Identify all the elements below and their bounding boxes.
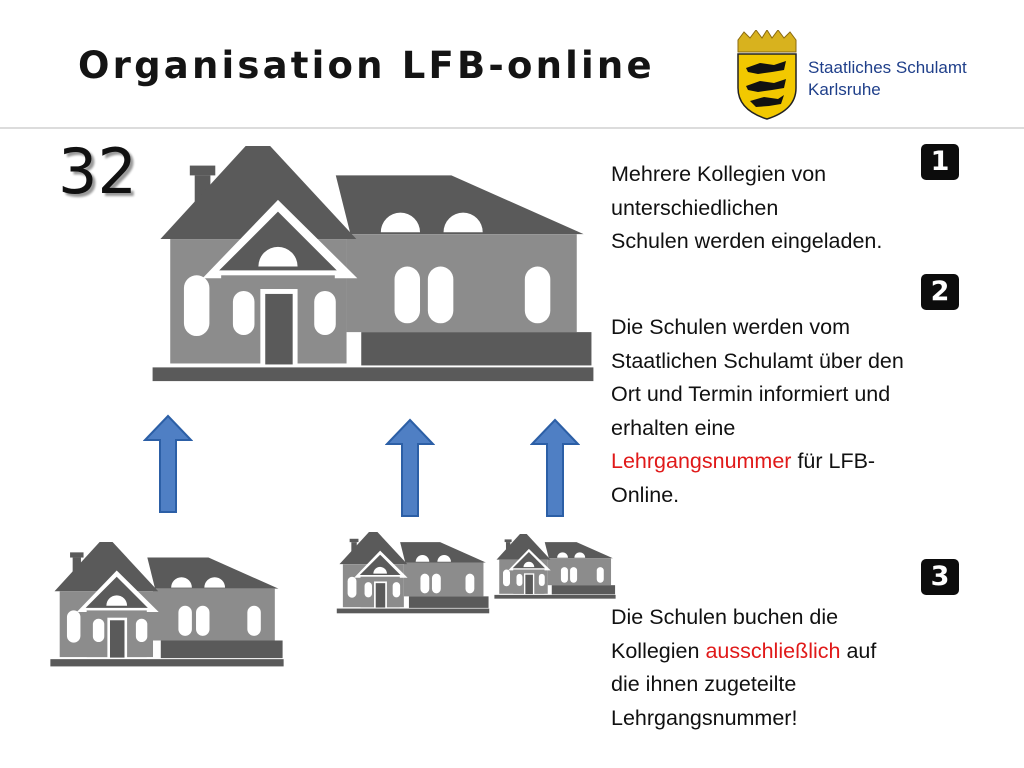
step-3-line-1: Die Schulen buchen die [611, 605, 839, 629]
step-2-line-3: Ort und Termin informiert und [611, 382, 891, 406]
page-title: Organisation LFB-online [78, 44, 655, 87]
lehrgangsnummer-highlight: Lehrgangsnummer [611, 449, 792, 473]
up-arrow-icon-3 [530, 418, 580, 518]
school-building-icon-1 [48, 542, 286, 669]
step-2-line-2: Staatlichen Schulamt über den [611, 348, 904, 373]
step-2-text: Die Schulen werden vom Staatlichen Schul… [611, 311, 904, 512]
step-1-line-3: Schulen werden eingeladen. [611, 229, 883, 253]
step-2-line-5: Lehrgangsnummer für LFB- [611, 445, 904, 479]
up-arrow-icon-1 [143, 414, 193, 514]
header-divider [0, 127, 1024, 129]
step-1-text: Mehrere Kollegien von unterschiedlichen … [611, 158, 882, 259]
step-1-line-2: unterschiedlichen [611, 195, 779, 220]
large-school-building-icon [148, 146, 598, 386]
step-3-line-4: Lehrgangsnummer! [611, 705, 798, 730]
step-3-line-2-prefix: Kollegien [611, 638, 706, 663]
step-2-badge: 2 [921, 274, 959, 310]
step-3-line-2-suffix: auf [840, 638, 877, 663]
step-2-line-1: Die Schulen werden vom [611, 315, 851, 339]
step-1-badge: 1 [921, 144, 959, 180]
step-2-line-6: Online. [611, 482, 680, 507]
school-building-icon-3 [493, 534, 617, 600]
coat-of-arms-logo [737, 30, 797, 120]
ausschliesslich-highlight: ausschließlich [705, 638, 841, 663]
step-3-line-2: Kollegien ausschließlich auf [611, 635, 876, 669]
step-3-line-3: die ihnen zugeteilte [611, 672, 797, 696]
org-line-1: Staatliches Schulamt [808, 58, 967, 77]
step-2-line-4: erhalten eine [611, 415, 736, 440]
org-line-2: Karlsruhe [808, 80, 881, 99]
step-3-text: Die Schulen buchen die Kollegien ausschl… [611, 601, 876, 735]
organization-name: Staatliches Schulamt Karlsruhe [808, 57, 967, 101]
school-building-icon-2 [335, 532, 491, 615]
step-2-line-5-rest: für LFB- [791, 449, 876, 473]
page-number: 32 [58, 135, 137, 208]
step-3-badge: 3 [921, 559, 959, 595]
step-1-line-1: Mehrere Kollegien von [611, 162, 827, 186]
up-arrow-icon-2 [385, 418, 435, 518]
